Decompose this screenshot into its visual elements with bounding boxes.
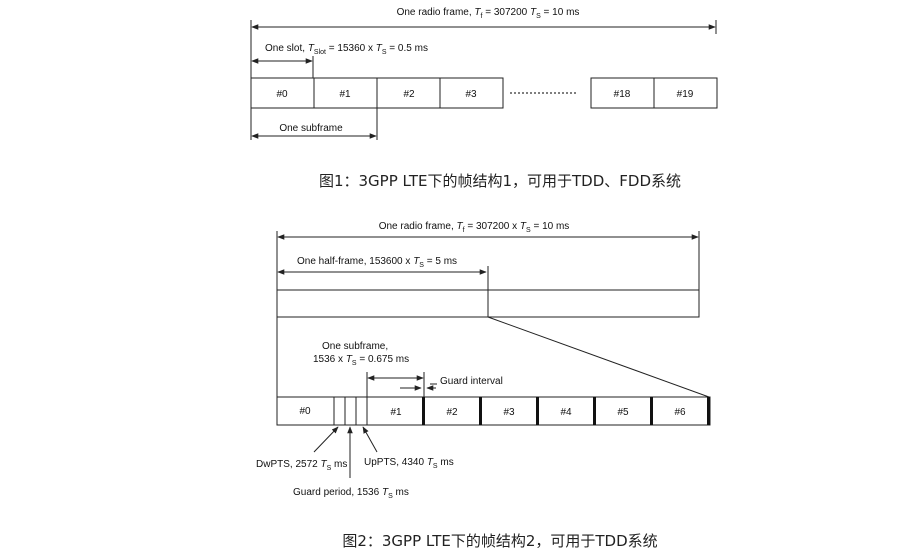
fig2-uppts-label: UpPTS, 4340 TS ms: [364, 457, 454, 470]
fig2-cell-label: #3: [503, 407, 515, 418]
fig2-guard-period-label: Guard period, 1536 TS ms: [293, 487, 409, 500]
fig2-uppts-arrow: [362, 426, 378, 453]
fig1-cell-label: #3: [465, 89, 477, 100]
fig2-subframe-label-line2: 1536 x TS = 0.675 ms: [313, 354, 409, 367]
fig2-guard-bar: [536, 397, 539, 425]
fig1-cell-label: #2: [403, 89, 415, 100]
fig2-guard-bar: [593, 397, 596, 425]
fig1-radio-frame-label: One radio frame, Tf = 307200 TS = 10 ms: [397, 7, 580, 20]
fig2-guard-bar: [707, 397, 710, 425]
fig1-slot-label: One slot, TSlot = 15360 x TS = 0.5 ms: [265, 43, 428, 56]
fig2-guard-bar: [422, 397, 425, 425]
fig2-cell-label: #5: [617, 407, 629, 418]
fig2-half-frame-label: One half-frame, 153600 x TS = 5 ms: [297, 256, 457, 269]
fig1-cell-label: #0: [276, 89, 288, 100]
fig2-cell-label: #0: [299, 406, 311, 417]
fig2-subframe-label-line1: One subframe,: [322, 341, 388, 352]
fig2-cell-label: #4: [560, 407, 572, 418]
fig1-cell-label: #1: [339, 89, 351, 100]
fig1-subframe-label: One subframe: [279, 123, 343, 134]
fig2-dwpts-label: DwPTS, 2572 TS ms: [256, 459, 347, 472]
fig2-cells-frame: [276, 396, 711, 426]
fig2-radio-frame-label: One radio frame, Tf = 307200 x TS = 10 m…: [379, 221, 570, 234]
figure-2: One radio frame, Tf = 307200 x TS = 10 m…: [256, 221, 711, 550]
fig1-cell-label: #19: [677, 89, 694, 100]
fig1-caption: 图1：3GPP LTE下的帧结构1，可用于TDD、FDD系统: [319, 172, 681, 190]
fig2-guard-bar: [650, 397, 653, 425]
figure-1: One radio frame, Tf = 307200 TS = 10 ms …: [250, 7, 718, 190]
fig2-cell-label: #1: [390, 407, 402, 418]
fig2-cell-label: #6: [674, 407, 686, 418]
fig2-guard-bar: [479, 397, 482, 425]
fig1-cell-label: #18: [614, 89, 631, 100]
fig2-cell-label: #2: [446, 407, 458, 418]
fig2-guard-interval-label: Guard interval: [440, 376, 503, 387]
fig2-zoom-line-right: [487, 316, 710, 398]
fig2-caption: 图2：3GPP LTE下的帧结构2，可用于TDD系统: [342, 532, 657, 550]
fig2-dwpts-arrow: [313, 426, 339, 453]
